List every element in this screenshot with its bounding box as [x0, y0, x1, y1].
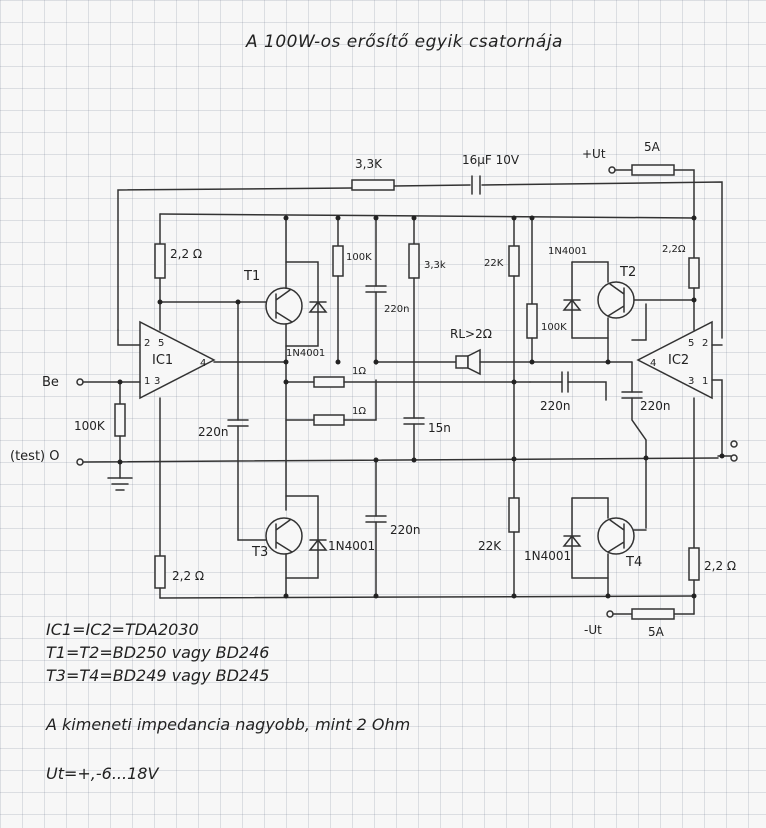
diode-d1	[308, 300, 328, 313]
input-resistor-label: 100K	[74, 419, 106, 433]
c220n-e-label: 220n	[640, 399, 671, 413]
junction-dots	[117, 215, 725, 599]
resistor-100k-b	[526, 303, 538, 339]
feedback-resistor-label: 3,3K	[355, 157, 383, 171]
d1-label: 1N4001	[286, 348, 325, 359]
note-t3-t4: T3=T4=BD249 vagy BD245	[46, 666, 270, 685]
input-label: Be	[42, 375, 59, 390]
feedback-capacitor-16uf	[471, 175, 481, 195]
diode-d4	[562, 534, 582, 547]
ic2-pin-3: 3	[688, 376, 694, 387]
ground-symbol	[107, 477, 133, 491]
c220n-d-label: 220n	[540, 399, 571, 413]
feedback-capacitor-label: 16μF 10V	[462, 153, 520, 167]
ic2-pin-2: 2	[702, 338, 708, 349]
resistor-1ohm-b-label: 1Ω	[352, 406, 366, 417]
ground-label: (test) O	[10, 449, 59, 464]
t2-label: T2	[619, 265, 636, 280]
diode-d2	[562, 298, 582, 311]
negative-supply	[606, 610, 695, 618]
resistor-22k-top-label: 22K	[484, 258, 504, 269]
d2-label: 1N4001	[548, 246, 587, 257]
input-resistor-100k	[114, 403, 126, 437]
positive-inner-rail	[159, 213, 695, 219]
diagram-title: A 100W-os erősítő egyik csatornája	[246, 32, 563, 52]
c220n-a-label: 220n	[198, 425, 229, 439]
ic1-label: IC1	[152, 353, 173, 368]
resistor-1ohm-a	[313, 376, 345, 388]
ic2-amplifier	[636, 320, 713, 400]
transistor-t1	[265, 287, 303, 325]
ic1-bottom-resistor	[154, 555, 166, 589]
transistor-t4	[597, 517, 635, 555]
note-t1-t2: T1=T2=BD250 vagy BD246	[46, 643, 270, 662]
ic1-amplifier	[139, 320, 216, 400]
c220n-b-label: 220n	[384, 304, 409, 315]
ic2-pin-1: 1	[702, 376, 708, 387]
ic1-pin-5: 5	[158, 338, 164, 349]
ic2-pin-5: 5	[688, 338, 694, 349]
load-speaker-rl	[455, 348, 481, 376]
ground-rail	[82, 457, 719, 463]
d4-label: 1N4001	[524, 549, 571, 563]
ic1-top-resistor	[154, 243, 166, 279]
ic2-pin-4: 4	[650, 358, 656, 369]
ic2-label: IC2	[668, 353, 689, 368]
ic2-top-resistor-label: 2,2Ω	[662, 244, 686, 255]
ic1-pin-4: 4	[200, 358, 206, 369]
ic1-pin-1: 1	[144, 376, 150, 387]
resistor-1ohm-a-label: 1Ω	[352, 366, 366, 377]
resistor-22k-top	[508, 245, 520, 277]
ic1-pin-2: 2	[144, 338, 150, 349]
note-supply: Ut=+,-6...18V	[46, 764, 159, 783]
ground-terminal-right	[730, 454, 738, 462]
negative-supply-label: -Ut	[584, 623, 602, 637]
ic2-bottom-resistor	[688, 547, 700, 581]
ic1-pin-3: 3	[154, 376, 160, 387]
t3-label: T3	[251, 545, 268, 560]
notes-block: IC1=IC2=TDA2030 T1=T2=BD250 vagy BD246 T…	[46, 618, 410, 785]
feedback-rail	[117, 181, 723, 339]
ic1-top-resistor-label: 2,2 Ω	[170, 247, 202, 261]
transistor-t3	[265, 517, 303, 555]
resistor-22k-bottom-label: 22K	[478, 539, 502, 553]
output-terminal-right	[730, 440, 738, 448]
resistor-100k-a	[332, 245, 344, 277]
t1-label: T1	[243, 269, 260, 284]
fuse-bottom	[631, 608, 675, 620]
fuse-top	[631, 164, 675, 176]
ic1-bottom-resistor-label: 2,2 Ω	[172, 569, 204, 583]
resistor-22k-bottom	[508, 497, 520, 533]
feedback-resistor-3k3	[351, 179, 395, 191]
positive-supply	[608, 166, 695, 259]
ic2-top-resistor	[688, 257, 700, 289]
note-impedance: A kimeneti impedancia nagyobb, mint 2 Oh…	[46, 715, 411, 734]
rl-label: RL>2Ω	[450, 327, 492, 341]
ic1-feedback-in	[117, 329, 141, 346]
t4-label: T4	[625, 555, 642, 570]
resistor-100k-a-label: 100K	[346, 252, 372, 263]
note-ic: IC1=IC2=TDA2030	[46, 620, 199, 639]
c15n-label: 15n	[428, 421, 451, 435]
fuse-top-label: 5A	[644, 140, 661, 154]
ic2-bottom-resistor-label: 2,2 Ω	[704, 559, 736, 573]
positive-supply-label: +Ut	[582, 147, 606, 161]
resistor-100k-b-label: 100K	[541, 322, 567, 333]
negative-inner-rail	[159, 595, 695, 599]
input-terminal	[76, 378, 84, 386]
ground-terminal	[76, 458, 84, 466]
diode-d3	[308, 538, 328, 551]
d3-label: 1N4001	[328, 539, 375, 553]
fuse-bottom-label: 5A	[648, 625, 665, 639]
resistor-3k3-shunt	[408, 243, 420, 279]
resistor-1ohm-b	[313, 414, 345, 426]
resistor-3k3-shunt-label: 3,3k	[424, 260, 446, 271]
c220n-c-label: 220n	[390, 523, 421, 537]
